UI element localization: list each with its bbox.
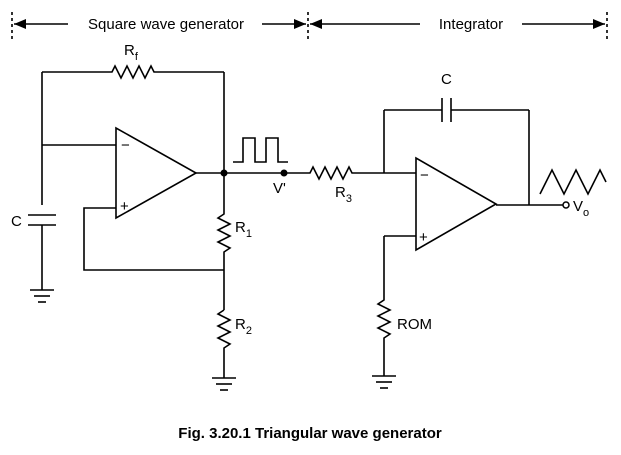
- section-banner: Square wave generator Integrator: [11, 12, 608, 42]
- opamp-integrator: − +: [415, 156, 498, 252]
- label-vprime: V': [273, 180, 286, 197]
- square-wave-icon: [233, 137, 288, 163]
- label-c-left: C: [11, 213, 22, 230]
- ground-rom: [372, 375, 396, 389]
- ground-r2: [212, 377, 236, 391]
- resistor-r2: R2: [216, 309, 252, 378]
- label-r1: R1: [235, 219, 252, 240]
- resistor-r1: R1: [216, 210, 252, 310]
- ground-left: [30, 289, 54, 303]
- section-title-square-wave: Square wave generator: [88, 16, 244, 33]
- resistor-rf: Rf: [42, 42, 224, 80]
- opamp-square-wave: − +: [115, 126, 198, 220]
- wire-noninverting-feedback: [83, 207, 224, 271]
- triangle-wave-icon: [539, 168, 607, 196]
- resistor-rom: ROM: [376, 236, 432, 376]
- opamp2-minus-label: −: [420, 167, 429, 184]
- capacitor-c-left: C: [11, 213, 56, 290]
- opamp1-plus-label: +: [120, 198, 129, 215]
- label-r2: R2: [235, 316, 252, 337]
- opamp2-plus-label: +: [419, 229, 428, 246]
- output-terminal: [562, 201, 570, 209]
- label-r3: R3: [335, 184, 352, 205]
- section-title-integrator: Integrator: [439, 16, 503, 33]
- label-vo: Vo: [573, 198, 589, 219]
- opamp1-minus-label: −: [121, 137, 130, 154]
- label-rom: ROM: [397, 316, 432, 333]
- label-rf: Rf: [124, 42, 139, 63]
- label-c-right: C: [441, 71, 452, 88]
- resistor-r3: R3: [284, 165, 384, 205]
- figure-caption: Fig. 3.20.1 Triangular wave generator: [178, 425, 442, 442]
- capacitor-c-right: C: [384, 71, 529, 122]
